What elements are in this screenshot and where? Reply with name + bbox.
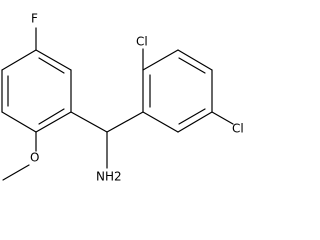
double-bond-inner: [178, 108, 206, 125]
bond: [177, 111, 213, 133]
bond: [106, 111, 144, 133]
bond: [35, 111, 72, 133]
methyl-bond: [2, 164, 30, 181]
right-benzene-ring: [142, 49, 213, 133]
left-benzene-ring: [1, 49, 72, 133]
chloro-right-bond: [211, 111, 234, 125]
chlorine-top-label: Cl: [136, 35, 148, 49]
chlorine-right-label: Cl: [232, 122, 244, 136]
bond: [1, 49, 37, 71]
double-bond-inner: [38, 57, 65, 74]
fluorine-label: F: [31, 12, 38, 26]
central-carbon-bonds: [70, 111, 144, 169]
amine-label: NH2: [96, 170, 122, 184]
bond: [70, 111, 108, 133]
double-bond-inner: [38, 108, 65, 125]
bond: [177, 49, 213, 71]
double-bond-inner: [178, 57, 206, 74]
methoxy-oxygen-label: O: [30, 151, 39, 165]
bond: [142, 111, 179, 133]
bond: [35, 49, 72, 71]
bond: [142, 49, 179, 71]
structure-diagram: F O NH2 Cl Cl: [1, 12, 244, 184]
bond: [1, 111, 37, 133]
